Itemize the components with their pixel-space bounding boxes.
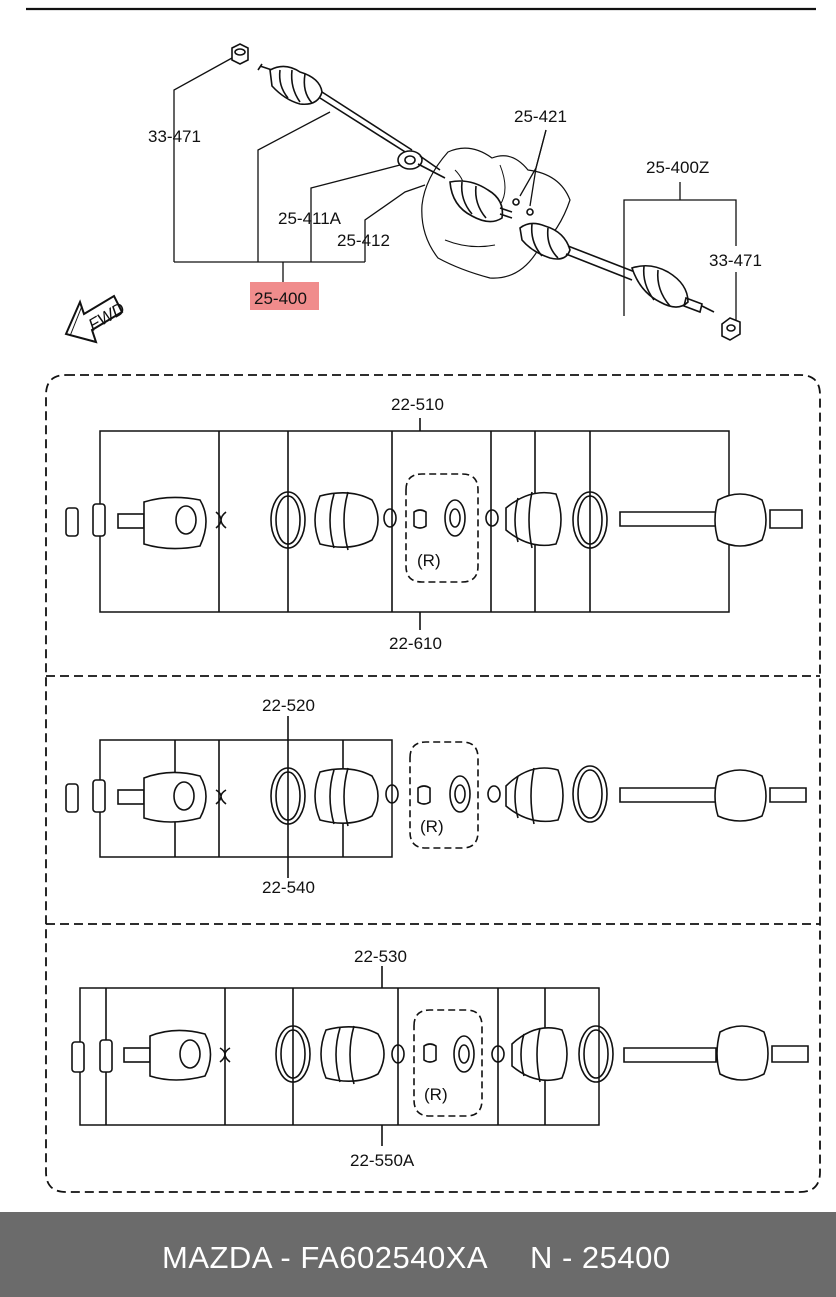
label-22-530: 22-530 bbox=[354, 947, 407, 966]
label-33-471-left: 33-471 bbox=[148, 127, 201, 146]
label-33-471-right: 33-471 bbox=[709, 251, 762, 270]
label-r-panel-2: (R) bbox=[420, 817, 444, 836]
exploded-parts-diagram: FWD 33-471 25-421 25-400Z 25-411A 25-412… bbox=[26, 7, 821, 1193]
label-25-412: 25-412 bbox=[337, 231, 390, 250]
panel-3-drawing bbox=[71, 966, 809, 1146]
part-highlight bbox=[250, 282, 319, 310]
footer-part-number: MAZDA - FA602540XA bbox=[162, 1240, 489, 1275]
panel-1-drawing bbox=[65, 418, 803, 630]
label-25-421: 25-421 bbox=[514, 107, 567, 126]
footer-reference-code: N - 25400 bbox=[530, 1240, 671, 1275]
label-22-520: 22-520 bbox=[262, 696, 315, 715]
label-25-400: 25-400 bbox=[254, 289, 307, 308]
label-22-510: 22-510 bbox=[391, 395, 444, 414]
label-25-400z: 25-400Z bbox=[646, 158, 709, 177]
detail-frame bbox=[45, 374, 821, 1193]
drive-shaft-assembly-drawing bbox=[173, 43, 741, 341]
label-r-panel-3: (R) bbox=[424, 1085, 448, 1104]
label-25-411a: 25-411A bbox=[278, 209, 342, 228]
label-r-panel-1: (R) bbox=[417, 551, 441, 570]
label-22-550a: 22-550A bbox=[350, 1151, 415, 1170]
label-22-540: 22-540 bbox=[262, 878, 315, 897]
footer-bar bbox=[0, 1212, 836, 1297]
label-22-610: 22-610 bbox=[389, 634, 442, 653]
fwd-arrow-icon: FWD bbox=[64, 294, 128, 344]
panel-2-drawing bbox=[65, 716, 807, 878]
